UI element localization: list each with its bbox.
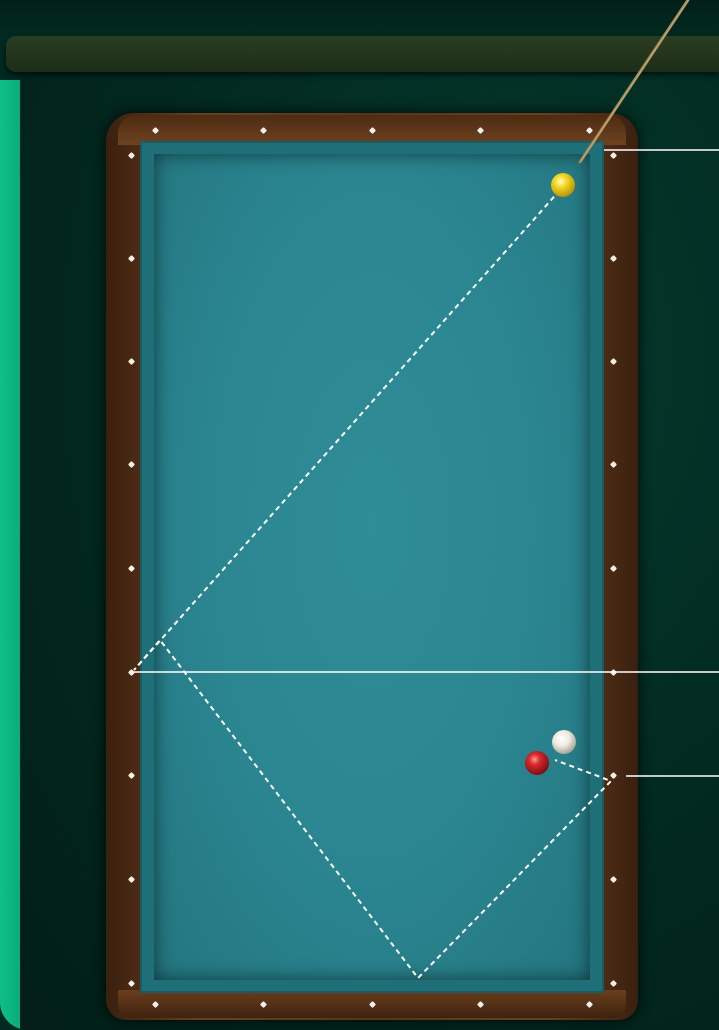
white-ball xyxy=(552,730,576,754)
red-ball xyxy=(525,751,549,775)
shot-path xyxy=(134,190,611,978)
yellow-ball xyxy=(551,173,575,197)
cue-stick-highlight xyxy=(581,0,689,161)
